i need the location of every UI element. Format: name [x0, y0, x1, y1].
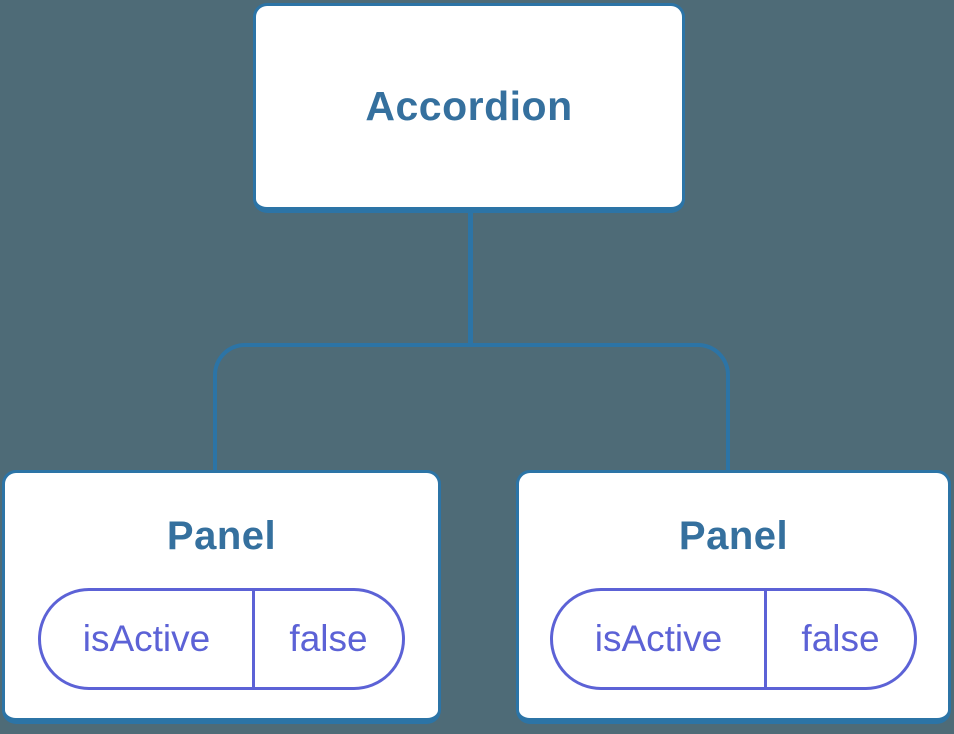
connector-branch-bracket — [213, 343, 730, 470]
panel-2-state-key: isActive — [553, 591, 767, 687]
panel-2-state-value: false — [801, 618, 880, 659]
node-panel-1: Panel isActive false — [2, 470, 441, 724]
panel-1-state-value: false — [289, 618, 368, 659]
panel-1-state-key: isActive — [41, 591, 255, 687]
connector-root-stem — [468, 211, 473, 345]
node-accordion: Accordion — [253, 3, 685, 213]
panel-1-state-pill: isActive false — [38, 588, 405, 690]
panel-2-state-pill: isActive false — [550, 588, 917, 690]
accordion-node-label: Accordion — [365, 83, 573, 129]
panel-2-label: Panel — [678, 514, 789, 558]
panel-1-label: Panel — [166, 514, 277, 558]
node-panel-2: Panel isActive false — [516, 470, 951, 724]
